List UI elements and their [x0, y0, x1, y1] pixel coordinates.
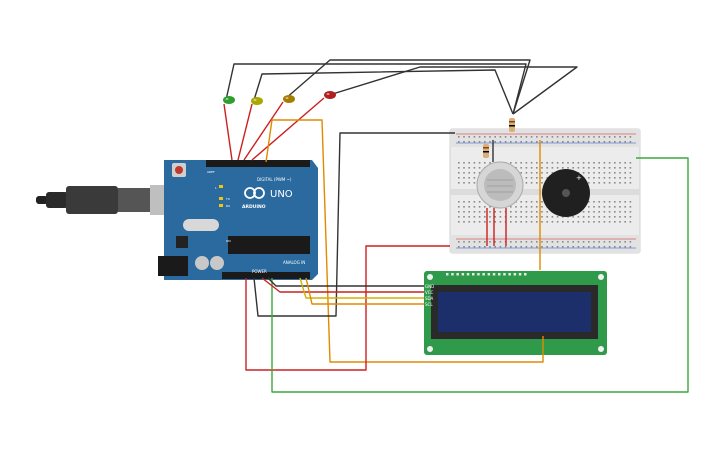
wire-lcd-vcc — [261, 277, 424, 293]
wire-red-vcc — [245, 245, 450, 371]
crystal — [183, 219, 219, 231]
wire-red-led2 — [237, 103, 253, 161]
power-jack — [158, 256, 188, 276]
wire-black-gnd — [253, 132, 455, 317]
led-highlight-4 — [326, 93, 330, 95]
lcd-pin-gnd: GND — [425, 284, 434, 289]
capacitor-1 — [195, 256, 209, 270]
arduino-uno-board: UNO ARDUINO DIGITAL (PWM ~) POWER ANALOG… — [158, 160, 318, 280]
wire-black-led1 — [225, 63, 527, 115]
wire-black-led3 — [284, 59, 531, 115]
wire-red-led4 — [251, 97, 325, 161]
usb-cable — [36, 185, 170, 215]
on-label: ON — [226, 239, 231, 243]
led-1 — [223, 96, 235, 104]
resistors — [483, 118, 515, 158]
atmega-chip — [228, 236, 310, 254]
gas-sensor — [476, 161, 524, 209]
lcd-pin-vcc: VCC — [425, 290, 434, 295]
wire-green — [271, 157, 689, 393]
wire-red-led1 — [223, 103, 233, 161]
aref-label: AREF — [207, 170, 215, 174]
analog-label: ANALOG IN — [283, 260, 305, 265]
power-label: POWER — [252, 269, 267, 274]
buzzer-plus-label: + — [576, 174, 582, 182]
wire-lcd-scl — [305, 277, 424, 305]
board-model: UNO — [270, 189, 293, 200]
digital-header — [206, 160, 310, 167]
wire-lcd-gnd — [267, 277, 424, 287]
wires — [223, 59, 689, 393]
led-4 — [324, 91, 336, 99]
lcd-pin-scl: SCL — [425, 302, 433, 307]
led-2 — [251, 97, 263, 105]
buzzer: + — [542, 169, 590, 217]
board-brand: ARDUINO — [242, 204, 266, 210]
l-label: L — [215, 186, 217, 190]
digital-label: DIGITAL (PWM ~) — [257, 177, 292, 182]
led-highlight-2 — [253, 99, 257, 101]
wire-black-led2 — [253, 69, 514, 115]
arduino-logo-right — [253, 187, 265, 199]
lcd-module: GND VCC SDA SCL — [424, 271, 607, 355]
wire-orange-buzzer — [265, 119, 544, 363]
led-highlight-3 — [285, 97, 289, 99]
wire-lcd-sda — [299, 277, 424, 299]
rx-label: RX — [226, 204, 230, 208]
wire-black-led4 — [325, 66, 578, 115]
led-highlight-1 — [225, 98, 229, 100]
tx-label: TX — [225, 197, 230, 201]
arduino-logo-left — [244, 187, 256, 199]
lcd-screen — [438, 292, 591, 332]
leds — [223, 91, 336, 105]
wire-red-led3 — [243, 101, 284, 161]
power-analog-header — [222, 272, 310, 279]
led-3 — [283, 95, 295, 103]
capacitor-2 — [210, 256, 224, 270]
lcd-pin-sda: SDA — [425, 296, 434, 301]
